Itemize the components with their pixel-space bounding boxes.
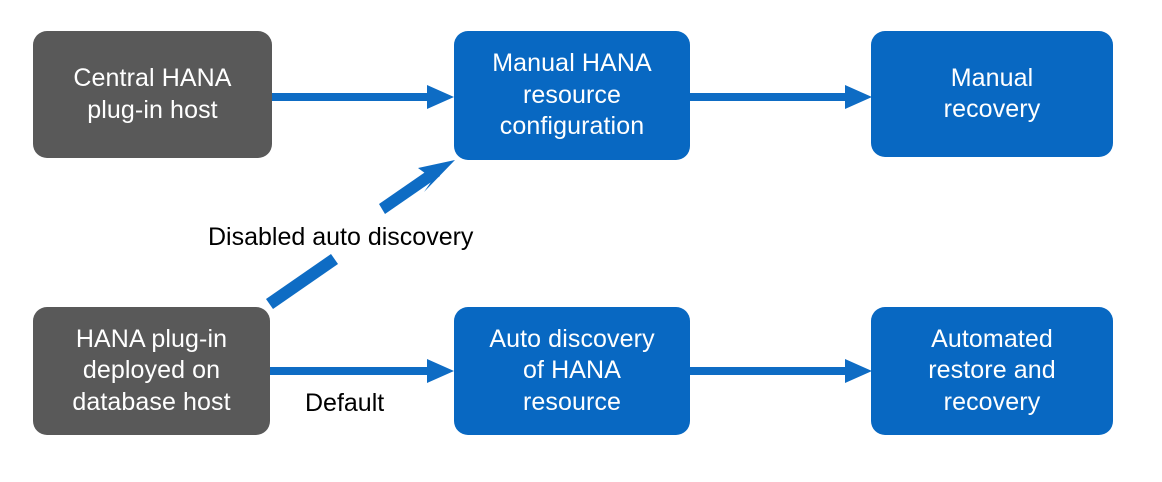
- edge-label-disabled-auto-discovery: Disabled auto discovery: [208, 223, 474, 251]
- arrow-auto-discovery-to-automated-restore: [690, 359, 872, 383]
- arrow-manual-config-to-manual-recovery: [690, 85, 872, 109]
- node-automated-restore-and-recovery[interactable]: Automated restore and recovery: [871, 307, 1113, 435]
- node-manual-recovery[interactable]: Manual recovery: [871, 31, 1113, 157]
- arrow-central-host-to-manual-config: [272, 85, 454, 109]
- node-hana-plugin-deployed-on-database-host[interactable]: HANA plug-in deployed on database host: [33, 307, 270, 435]
- edge-label-default: Default: [305, 389, 385, 417]
- node-manual-hana-resource-configuration[interactable]: Manual HANA resource configuration: [454, 31, 690, 160]
- node-central-hana-plugin-host[interactable]: Central HANA plug-in host: [33, 31, 272, 158]
- arrow-db-host-to-auto-discovery: [270, 359, 454, 383]
- node-auto-discovery-of-hana-resource[interactable]: Auto discovery of HANA resource: [454, 307, 690, 435]
